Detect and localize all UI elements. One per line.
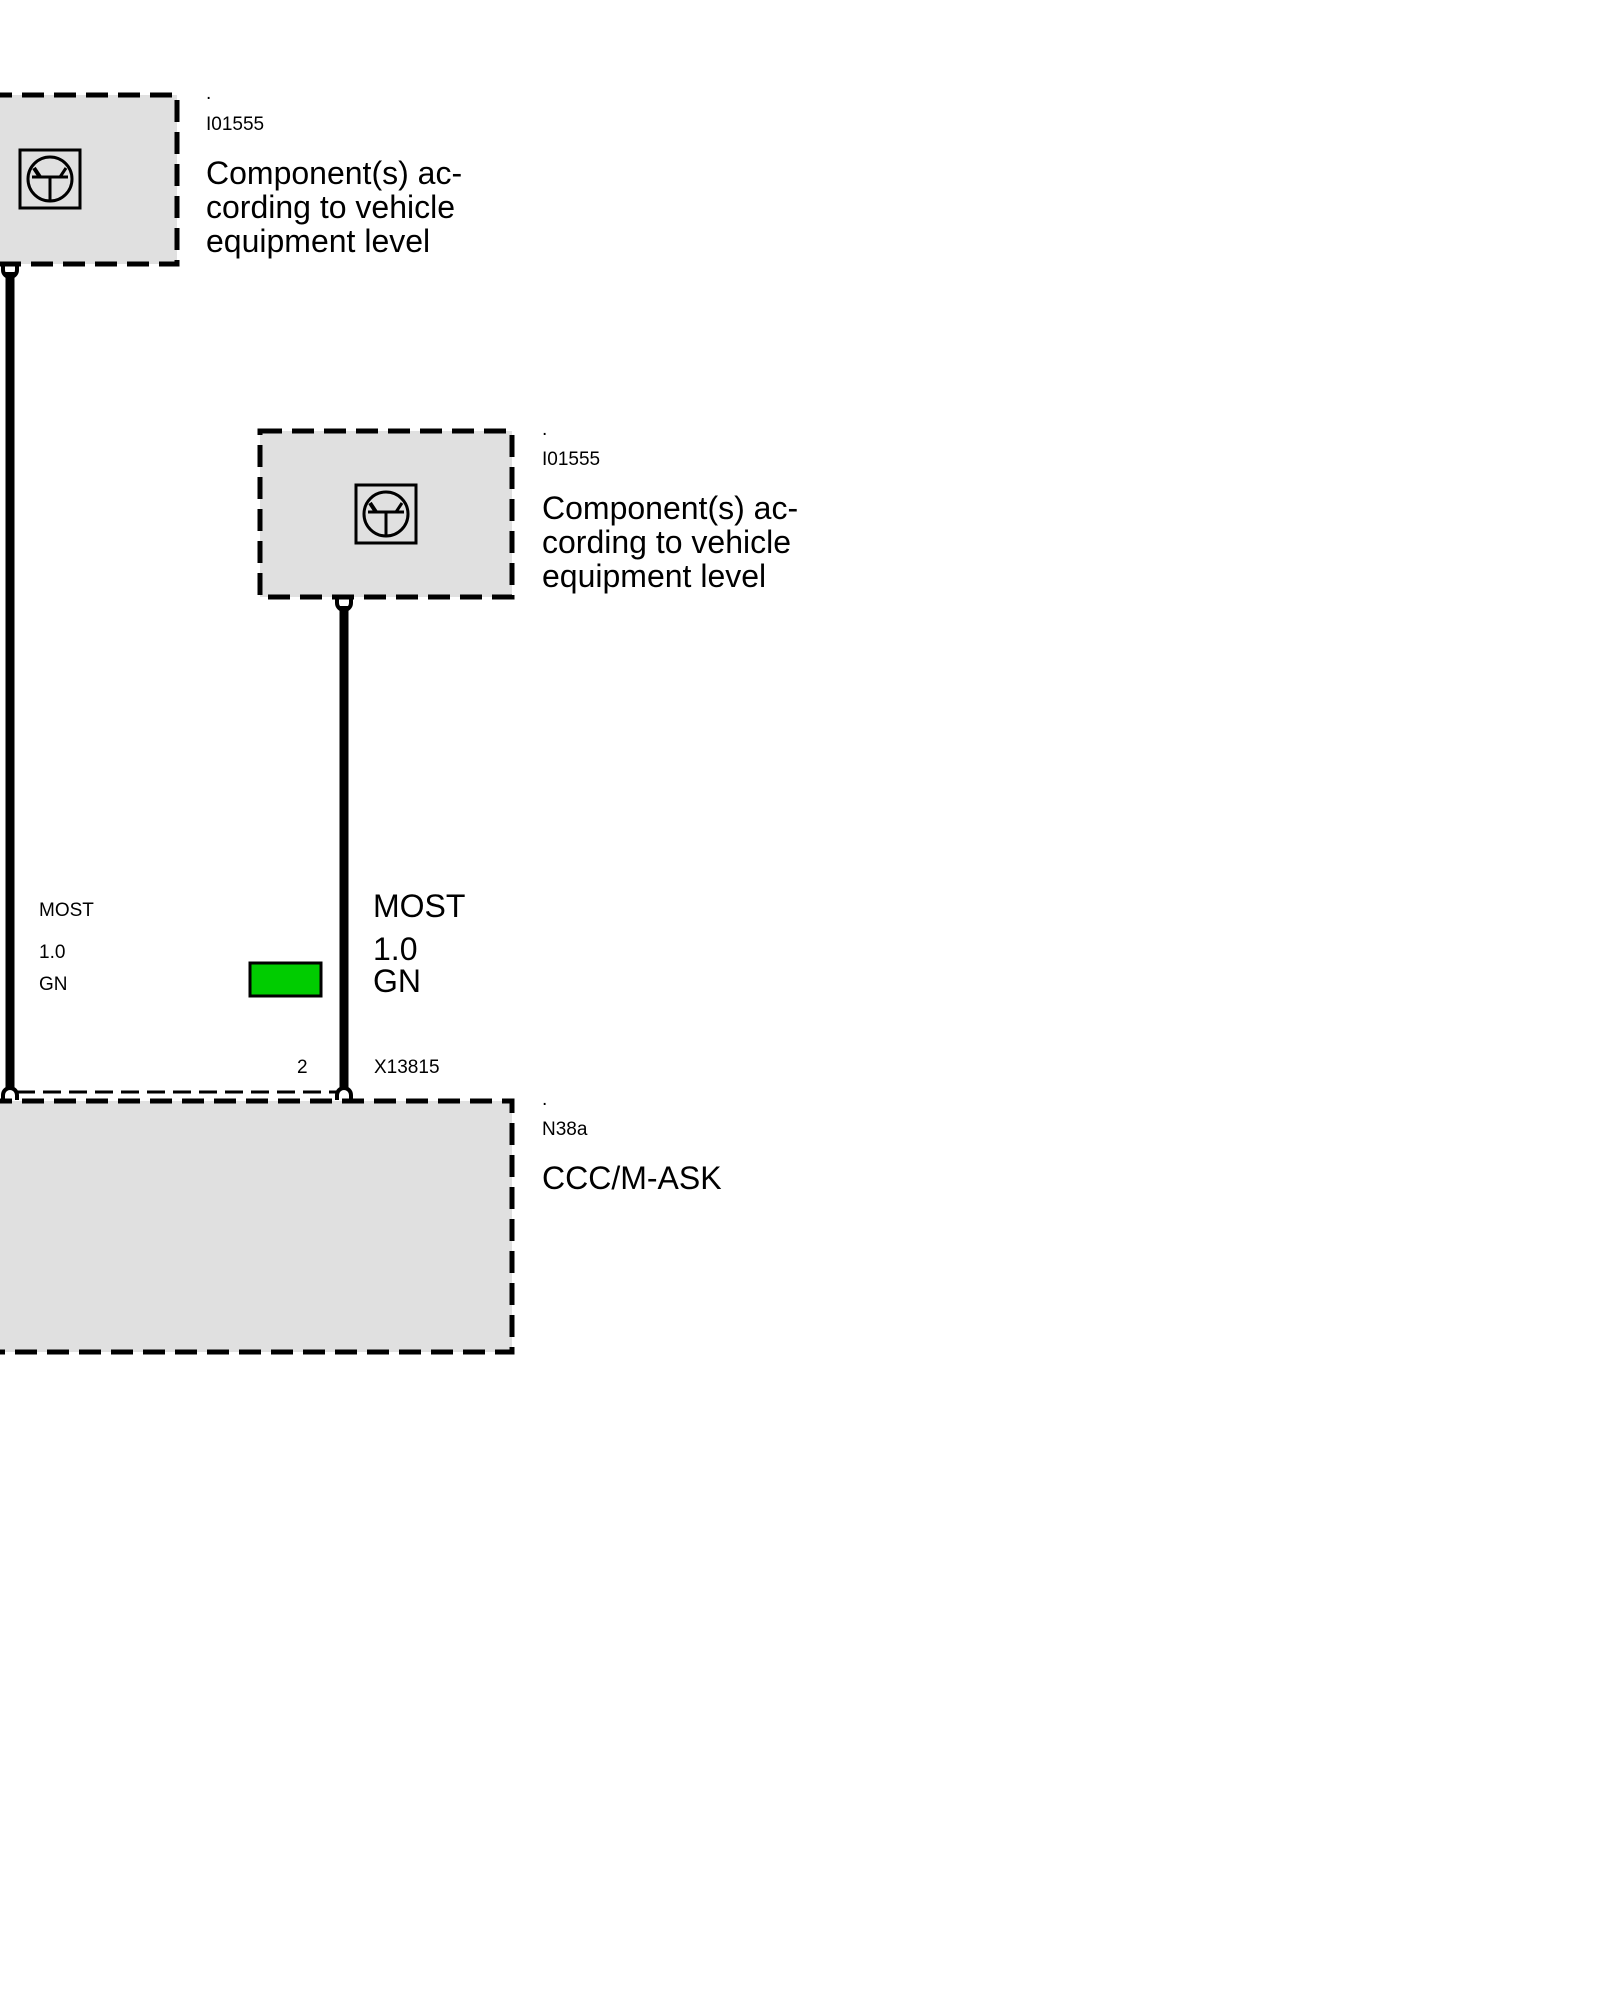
wire-2-top-connector (335, 599, 353, 612)
wire-color-swatch (248, 961, 323, 998)
pin-number: 2 (297, 1057, 308, 1078)
control-unit-box[interactable] (0, 1098, 515, 1355)
component-2-title: Component(s) ac- cording to vehicle equi… (542, 491, 842, 593)
component-3-title: CCC/M-ASK (542, 1160, 722, 1196)
wire-2-cross-section: 1.0 (373, 931, 418, 967)
wire-1-cross-section: 1.0 (39, 942, 66, 963)
component-1-dot: . (206, 83, 212, 104)
component-3-id: N38a (542, 1119, 588, 1140)
title-line: Component(s) ac- (542, 490, 799, 526)
wire-1-top-connector (0, 266, 19, 279)
wire-2-color: GN (373, 963, 421, 999)
wire-1-color: GN (39, 974, 68, 995)
component-3-dot: . (542, 1089, 548, 1110)
wire-1-signal: MOST (39, 900, 94, 921)
component-1-title: Component(s) ac- cording to vehicle equi… (206, 156, 506, 258)
title-line: cording to vehicle (542, 524, 792, 560)
connector-id: X13815 (374, 1057, 440, 1078)
pin-connector-left (0, 1086, 19, 1100)
wire-2-signal: MOST (373, 888, 466, 924)
title-line: cording to vehicle (206, 189, 456, 225)
component-2-id: I01555 (542, 449, 601, 470)
transistor-icon (18, 148, 82, 210)
transistor-icon (354, 483, 418, 545)
pin-connector-right (335, 1086, 353, 1100)
title-line: equipment level (542, 558, 767, 594)
title-line: equipment level (206, 223, 431, 259)
component-1-id: I01555 (206, 114, 265, 135)
component-2-dot: . (542, 419, 548, 440)
title-line: Component(s) ac- (206, 155, 463, 191)
